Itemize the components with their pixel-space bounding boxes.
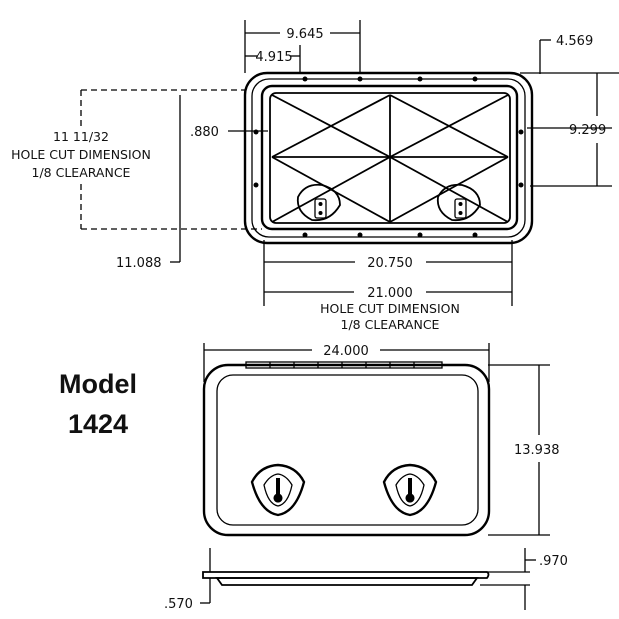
top-mounting-holes: [253, 76, 524, 238]
top-view: 9.645 4.915 4.569 9.299 .880 11 11/32 HO…: [11, 20, 619, 332]
dim-24000: 24.000: [323, 344, 369, 359]
top-flange-outer: [243, 71, 534, 245]
dim-9645: 9.645: [286, 27, 323, 42]
top-flange-inner: [251, 78, 526, 238]
hinge-tabs: [245, 361, 443, 369]
side-view: .970 .570: [164, 548, 568, 612]
left-hole-cut-line1: 11 11/32: [53, 129, 109, 144]
top-frame-inner: [269, 92, 511, 224]
dim-570: .570: [164, 597, 193, 612]
top-frame-outer: [260, 84, 519, 231]
lid-latch-right: [382, 463, 438, 517]
top-latch-right: [436, 183, 481, 222]
model-label: Model: [59, 369, 137, 399]
dim-4569: 4.569: [556, 34, 593, 49]
left-hole-cut-line2: HOLE CUT DIMENSION: [11, 147, 151, 162]
front-view: 24.000 13.938: [202, 343, 560, 537]
dim-880: .880: [190, 125, 219, 140]
side-frame-profile: [215, 577, 479, 586]
dim-21000: 21.000: [367, 286, 413, 301]
bottom-hole-cut-line1: HOLE CUT DIMENSION: [320, 301, 460, 316]
dim-13938: 13.938: [514, 443, 560, 458]
left-hole-cut-line3: 1/8 CLEARANCE: [32, 165, 131, 180]
dim-20750: 20.750: [367, 256, 413, 271]
bottom-hole-cut-line2: 1/8 CLEARANCE: [341, 317, 440, 332]
top-latch-left: [296, 183, 341, 222]
lid-inner: [216, 374, 479, 526]
dim-11088: 11.088: [116, 256, 162, 271]
dim-9299: 9.299: [569, 123, 606, 138]
lid-latch-left: [250, 463, 306, 517]
model-number: 1424: [68, 409, 128, 439]
top-ribs: [271, 94, 509, 223]
lid-outer: [202, 363, 491, 537]
dim-4915: 4.915: [255, 50, 292, 65]
dim-970: .970: [539, 554, 568, 569]
